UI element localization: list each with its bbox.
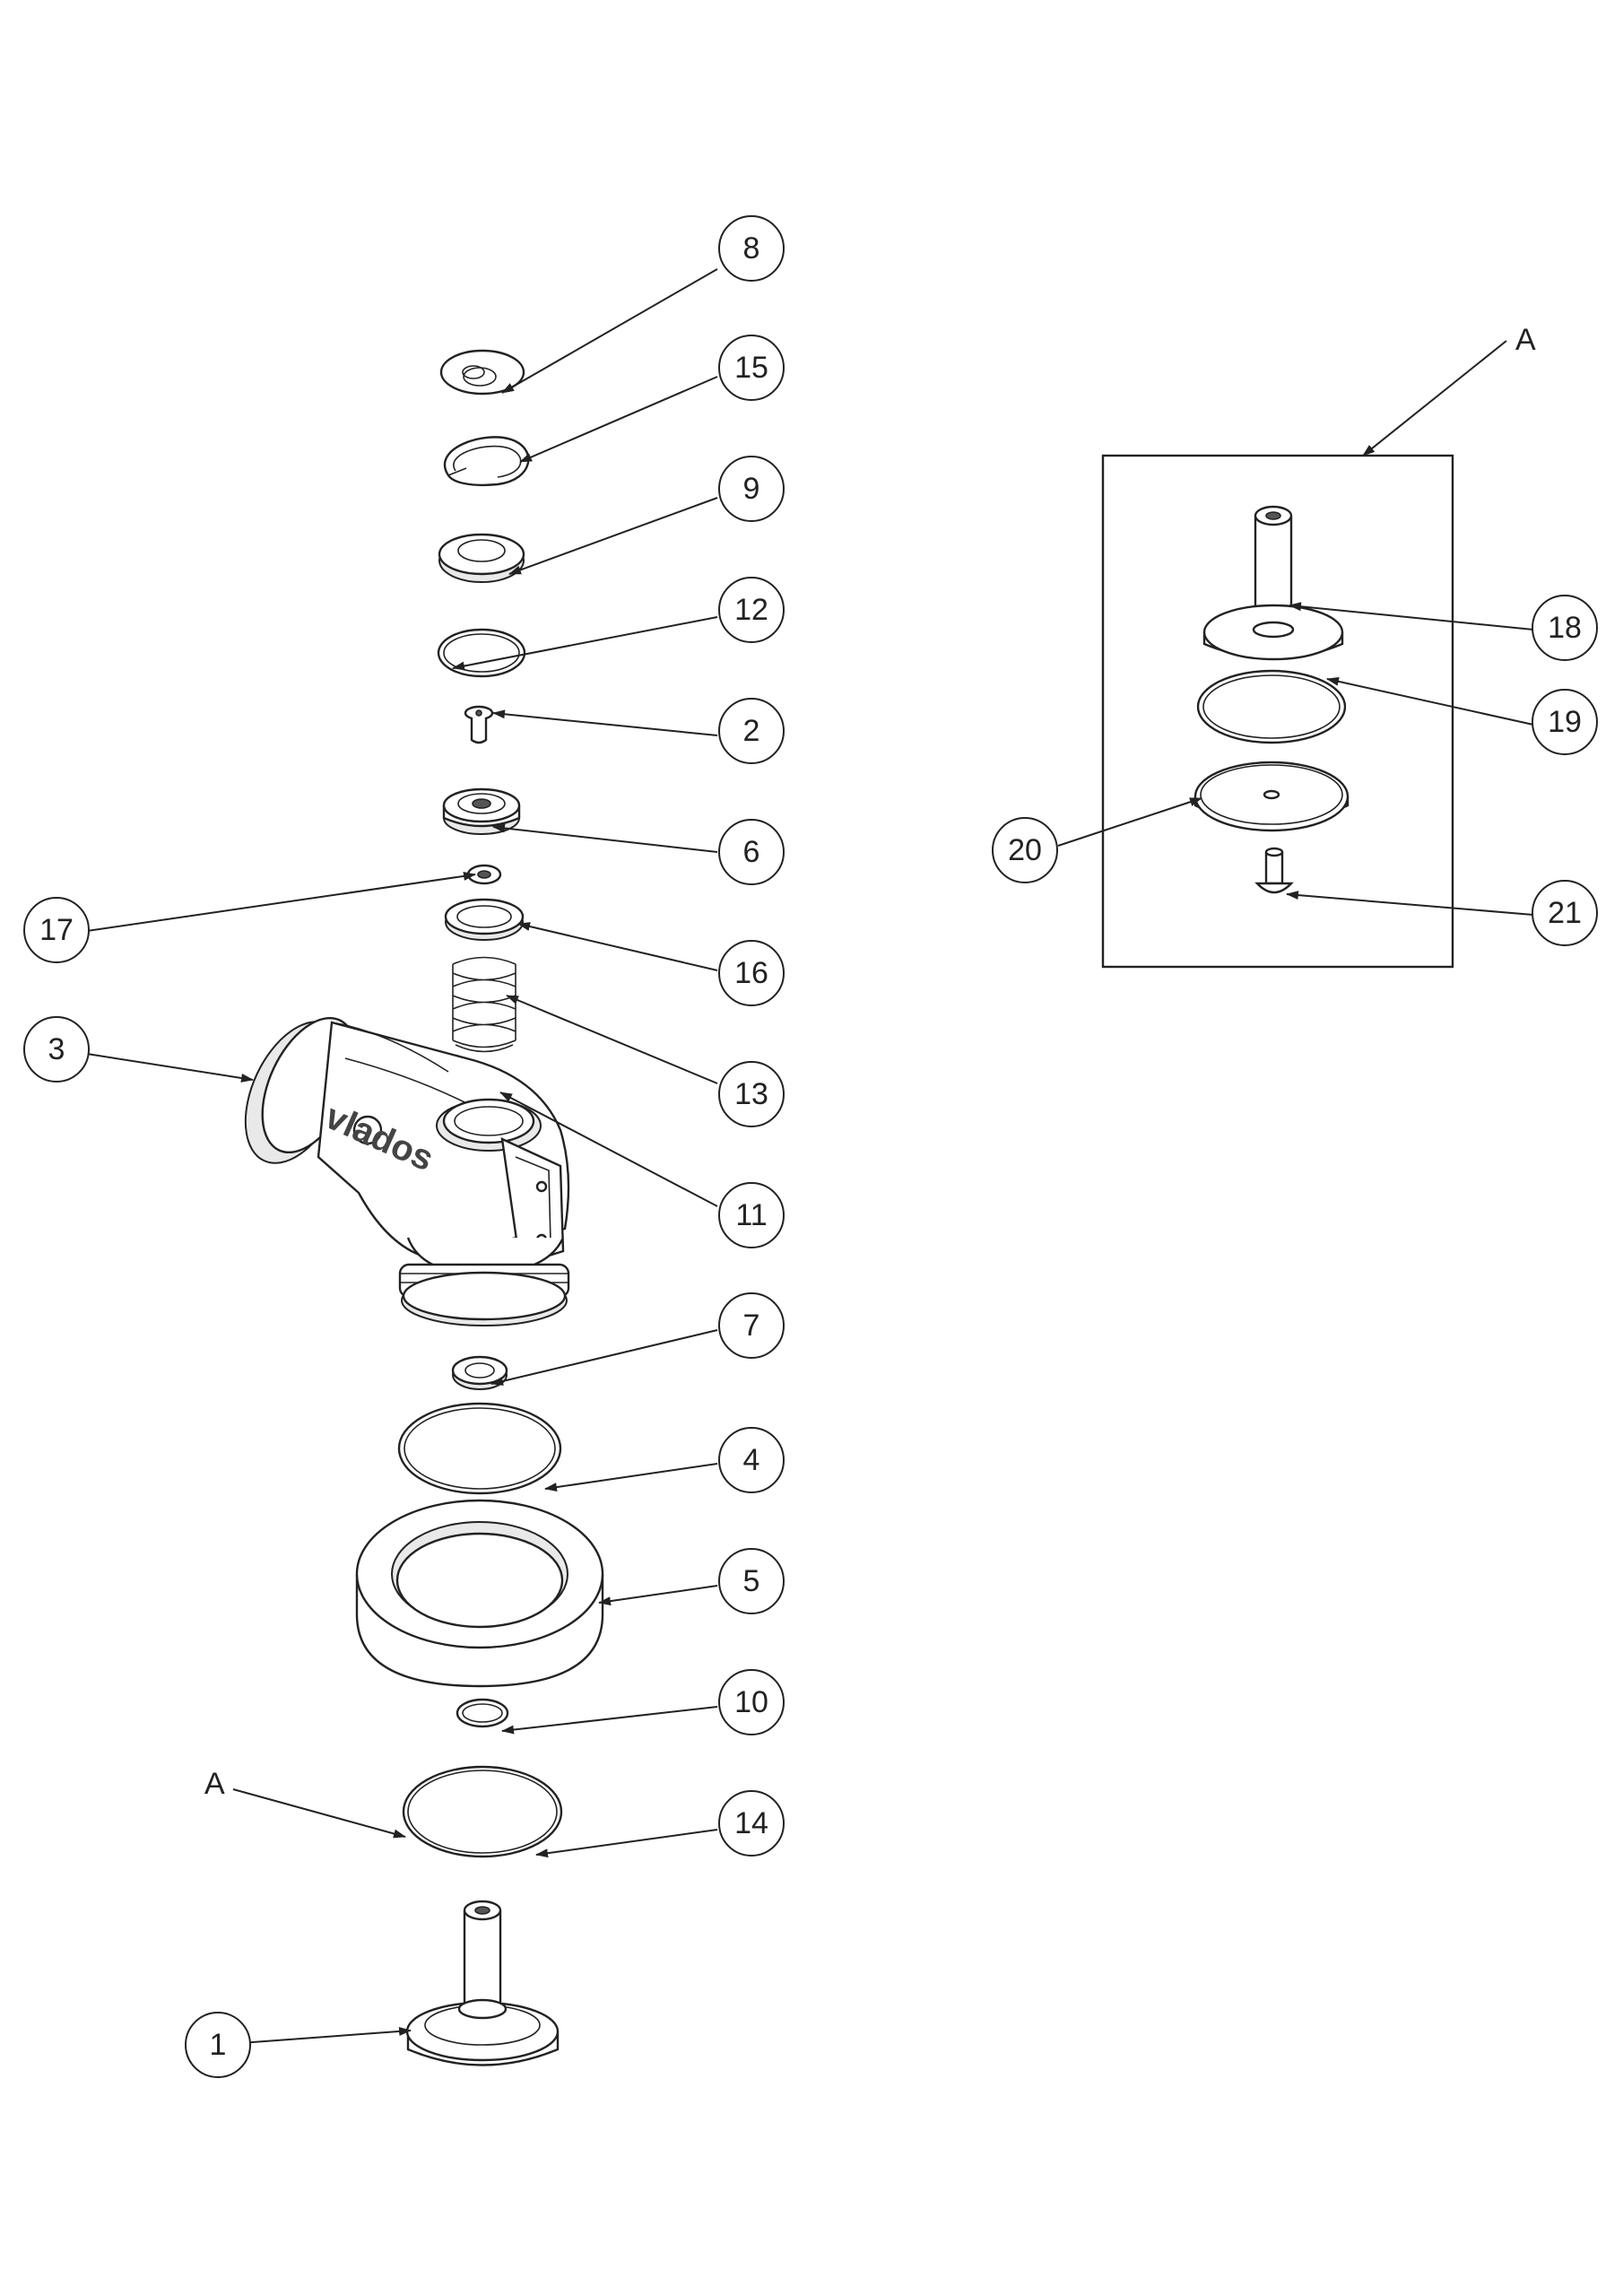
balloon-5-label: 5 — [743, 1564, 760, 1598]
balloon-7: 7 — [718, 1292, 785, 1359]
balloon-11-label: 11 — [735, 1198, 767, 1232]
balloon-12: 12 — [718, 577, 785, 643]
balloon-19: 19 — [1532, 689, 1598, 755]
balloon-8: 8 — [718, 215, 785, 282]
balloon-1-label: 1 — [210, 2028, 227, 2062]
part-13-spring — [452, 956, 516, 1053]
balloon-1: 1 — [185, 2012, 251, 2078]
balloon-3-label: 3 — [48, 1032, 65, 1066]
balloon-15-label: 15 — [734, 351, 768, 385]
part-20-disc — [1193, 761, 1350, 832]
balloon-9: 9 — [718, 456, 785, 522]
balloon-9-label: 9 — [743, 472, 760, 506]
detail-a-frame — [1101, 454, 1454, 969]
balloon-7-label: 7 — [743, 1309, 760, 1343]
balloon-14-label: 14 — [734, 1806, 768, 1840]
part-10-small-o-ring — [456, 1698, 509, 1728]
balloon-16-label: 16 — [734, 956, 768, 990]
part-3-body: vlados — [244, 1016, 570, 1326]
part-18-stem-disc — [1202, 505, 1344, 661]
balloon-10: 10 — [718, 1669, 785, 1735]
part-21-screw — [1254, 847, 1294, 894]
balloon-18-label: 18 — [1548, 611, 1582, 645]
balloon-21-label: 21 — [1548, 896, 1582, 930]
detail-view-label: A — [1515, 323, 1536, 357]
part-16-seal — [444, 898, 525, 941]
balloon-12-label: 12 — [734, 593, 768, 627]
balloon-8-label: 8 — [743, 231, 760, 265]
balloon-13: 13 — [718, 1061, 785, 1127]
balloon-2: 2 — [718, 698, 785, 764]
balloon-21: 21 — [1532, 880, 1598, 946]
part-9-disc — [438, 533, 525, 583]
balloon-2-label: 2 — [743, 714, 760, 748]
balloon-4-label: 4 — [743, 1443, 760, 1477]
balloon-3: 3 — [23, 1016, 90, 1083]
part-1-valve-stem — [405, 1900, 560, 2066]
balloon-20-label: 20 — [1008, 833, 1042, 867]
balloon-17: 17 — [23, 897, 90, 963]
part-7-ring — [451, 1355, 508, 1390]
part-2-screw — [464, 705, 494, 744]
balloon-16: 16 — [718, 940, 785, 1006]
balloon-20: 20 — [992, 817, 1058, 883]
balloon-15: 15 — [718, 335, 785, 401]
detail-callout-label: A — [204, 1767, 225, 1801]
balloon-4: 4 — [718, 1427, 785, 1493]
part-4-large-o-ring — [397, 1402, 562, 1495]
part-6-bushing — [442, 787, 521, 835]
part-14-large-seal — [402, 1765, 563, 1858]
balloon-14: 14 — [718, 1790, 785, 1857]
part-15-snap-ring — [443, 436, 530, 487]
balloon-5: 5 — [718, 1548, 785, 1614]
part-8-washer — [439, 349, 525, 396]
part-5-flange-ring — [355, 1499, 604, 1688]
balloon-17-label: 17 — [39, 913, 74, 947]
part-19-o-ring — [1196, 669, 1347, 744]
balloon-6: 6 — [718, 819, 785, 885]
balloon-13-label: 13 — [734, 1077, 768, 1111]
part-12-o-ring — [437, 628, 526, 678]
balloon-19-label: 19 — [1548, 705, 1582, 739]
balloon-18: 18 — [1532, 595, 1598, 661]
leader-lines — [86, 268, 1534, 2044]
balloon-10-label: 10 — [734, 1685, 768, 1719]
balloon-11: 11 — [718, 1182, 785, 1248]
balloon-6-label: 6 — [743, 835, 760, 869]
